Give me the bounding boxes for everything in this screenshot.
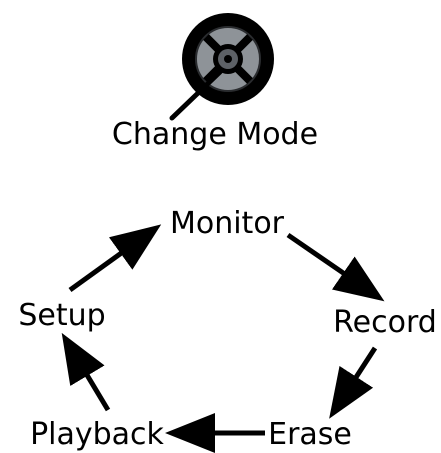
node-record: Record [333,305,437,340]
node-setup: Setup [18,298,105,333]
node-playback: Playback [30,417,164,452]
pointer-line [169,69,223,121]
arrow-monitor-to-record [286,232,385,302]
node-monitor: Monitor [170,206,285,241]
arrow-record-to-erase [329,346,378,419]
arrow-playback-to-setup [61,332,111,412]
node-erase: Erase [268,417,352,452]
change-mode-label: Change Mode [112,117,318,152]
arrow-setup-to-monitor [68,224,162,293]
change-mode-button[interactable] [169,13,274,121]
dial-button-icon [182,13,274,105]
